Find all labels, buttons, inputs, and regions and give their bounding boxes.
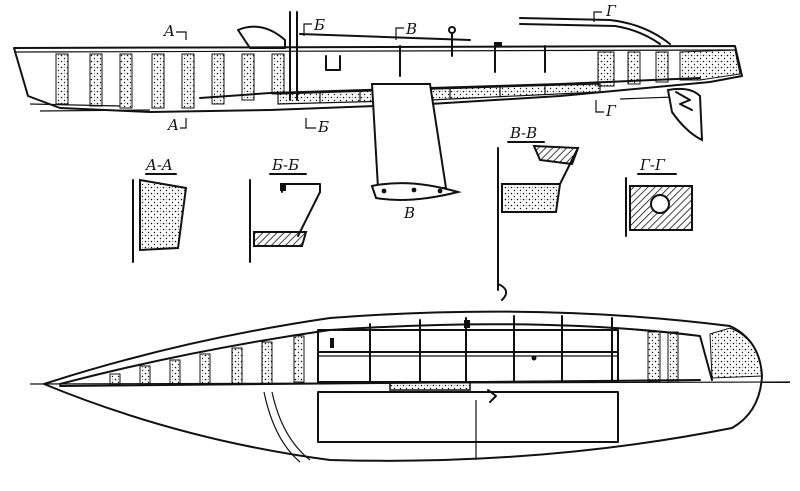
inner-gunwale (59, 323, 713, 385)
cleat-plan (487, 389, 497, 403)
shroud-line (263, 391, 301, 463)
keel-strip (277, 83, 601, 105)
section-vv-keel (501, 183, 562, 213)
deck-line (13, 49, 736, 53)
section-aa: A-A (132, 156, 188, 263)
label-b-top: Б (313, 16, 325, 34)
section-aa-title: A-A (144, 156, 173, 174)
section-bb-keel (253, 231, 308, 247)
section-bb: Б-Б (249, 156, 321, 263)
label-g-top: Г (605, 2, 617, 20)
label-b-bottom: Б (317, 118, 329, 136)
section-vv-title: В-В (509, 124, 537, 142)
section-bb-coaming (281, 183, 321, 193)
rudder (666, 87, 704, 142)
rudder-fitting (675, 91, 693, 111)
coaming-rail (299, 33, 471, 41)
cleat-side (325, 55, 341, 71)
centerboard-trunk (389, 381, 471, 391)
section-vv-deck (532, 144, 580, 166)
section-gg-title: Г-Г (639, 156, 666, 174)
section-vv: В-В (497, 124, 580, 301)
label-centerboard: В (403, 204, 415, 222)
frames-plan (109, 327, 763, 385)
frames-side (55, 49, 741, 109)
plan-view (29, 310, 791, 463)
floor-board (317, 391, 619, 443)
label-v-top: В (405, 20, 417, 38)
label-a-bottom: A (166, 116, 179, 134)
label-a-top: A (162, 22, 175, 40)
label-g-bottom: Г (605, 102, 617, 120)
section-gg: Г-Г (625, 156, 693, 237)
side-elevation: A A Б Б В Г Г В (13, 2, 743, 222)
section-aa-frame (139, 178, 188, 252)
section-gg-hole (650, 194, 670, 214)
section-bb-title: Б-Б (271, 156, 299, 174)
stern-rail (519, 17, 671, 45)
hatch-coaming (237, 25, 286, 49)
